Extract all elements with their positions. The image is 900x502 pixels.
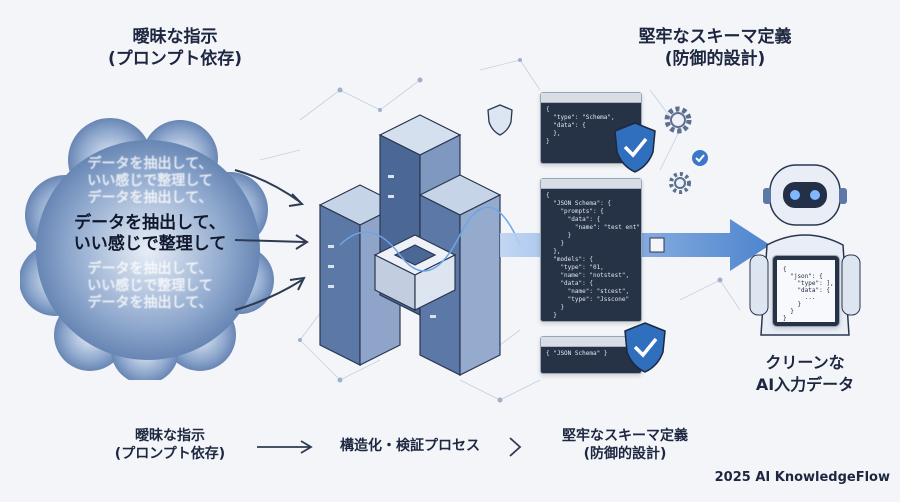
robot-label: クリーンな AI入力データ <box>735 352 875 396</box>
bottom-step-2: 構造化・検証プロセス <box>340 438 480 454</box>
schema-panel-3-code: { "JSON Schema" } <box>546 350 608 357</box>
processing-blocks <box>318 114 521 376</box>
robot-tablet-code: { "json": { "type": ], "data": { ... } }… <box>777 260 835 322</box>
robot-tablet: { "json": { "type": ], "data": { ... } }… <box>772 255 840 327</box>
shield-check-icon <box>614 122 656 173</box>
gear-icon <box>664 106 692 134</box>
bottom-step-3: 堅牢なスキーマ定義 (防御的設計) <box>530 427 720 463</box>
check-circle-icon <box>692 150 708 166</box>
shield-icon <box>487 104 513 136</box>
brand-label: 2025 AI KnowledgeFlow <box>714 470 890 485</box>
top-right-title: 堅牢なスキーマ定義 (防御的設計) <box>600 26 830 70</box>
top-left-title: 曖昧な指示 (プロンプト依存) <box>80 26 270 70</box>
cloud-line: データを抽出して、 <box>87 190 213 206</box>
robot-label-line2: AI入力データ <box>755 375 855 394</box>
bottom-arrow-1 <box>257 440 313 454</box>
shield-check-icon <box>624 322 666 373</box>
cloud-line-main: いい感じで整理して <box>73 234 227 254</box>
cloud-shape <box>20 118 274 380</box>
cloud-arrows <box>234 169 309 311</box>
top-right-title-line1: 堅牢なスキーマ定義 <box>638 27 792 47</box>
top-left-title-line2: (プロンプト依存) <box>107 49 243 69</box>
top-right-title-line2: (防御的設計) <box>664 49 766 69</box>
cloud-line: データを抽出して、 <box>87 295 213 311</box>
gear-icon <box>669 172 691 194</box>
bottom-step-1: 曖昧な指示 (プロンプト依存) <box>95 427 245 463</box>
cloud-line: データを抽出して、 <box>87 156 213 172</box>
bottom-step-1-line2: (プロンプト依存) <box>114 446 226 462</box>
cloud-line: いい感じで整理して <box>87 278 213 294</box>
cloud-line-main: データを抽出して、 <box>74 213 226 233</box>
schema-panel-2-code: { "JSON Schema": { "prompts": { "data": … <box>546 192 640 319</box>
cloud-text: データを抽出して、 いい感じで整理して データを抽出して、 データを抽出して、 … <box>40 148 260 312</box>
cloud-line: データを抽出して、 <box>87 261 213 277</box>
top-left-title-line1: 曖昧な指示 <box>132 27 218 47</box>
schema-panel-3: { "JSON Schema" } <box>540 336 642 374</box>
chevron-right-icon <box>509 437 522 457</box>
cloud-line: いい感じで整理して <box>87 173 213 189</box>
panel-titlebar <box>541 93 641 103</box>
panel-titlebar <box>541 337 641 347</box>
bottom-step-3-line2: (防御的設計) <box>583 446 667 462</box>
panel-titlebar <box>541 179 641 189</box>
bottom-step-3-line1: 堅牢なスキーマ定義 <box>562 428 688 444</box>
schema-panel-2: { "JSON Schema": { "prompts": { "data": … <box>540 178 642 322</box>
schema-panel-1-code: { "type": "Schema", "data": { }, } <box>546 106 615 145</box>
bottom-step-1-line1: 曖昧な指示 <box>135 428 205 444</box>
robot-label-line1: クリーンな <box>765 353 845 372</box>
